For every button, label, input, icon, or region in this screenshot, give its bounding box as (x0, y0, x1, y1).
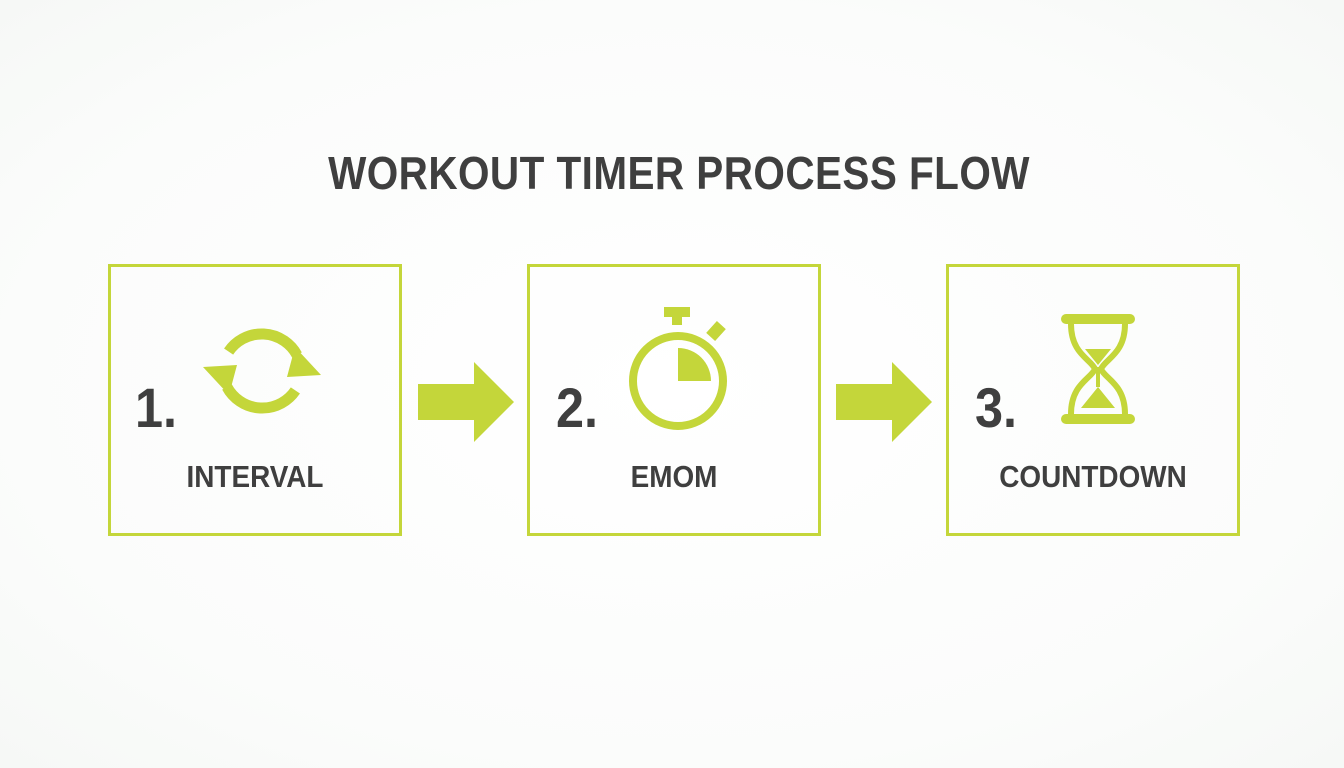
refresh-cycle-icon (203, 328, 321, 414)
step-interval: 1. INTERVAL (108, 264, 402, 536)
step-countdown: 3. COUNTDOWN (946, 264, 1240, 536)
step-number: 3. (975, 376, 1018, 439)
stopwatch-icon (629, 307, 727, 430)
step-label: INTERVAL (186, 459, 324, 494)
step-label: COUNTDOWN (999, 459, 1187, 494)
arrow-right-icon (418, 362, 514, 442)
hourglass-icon (1061, 314, 1135, 424)
arrow-right-icon (836, 362, 932, 442)
step-label: EMOM (630, 459, 718, 494)
step-number: 2. (556, 376, 599, 439)
step-emom: 2. EMOM (527, 264, 821, 536)
diagram-title: WORKOUT TIMER PROCESS FLOW (328, 147, 1030, 199)
step-number: 1. (135, 376, 178, 439)
